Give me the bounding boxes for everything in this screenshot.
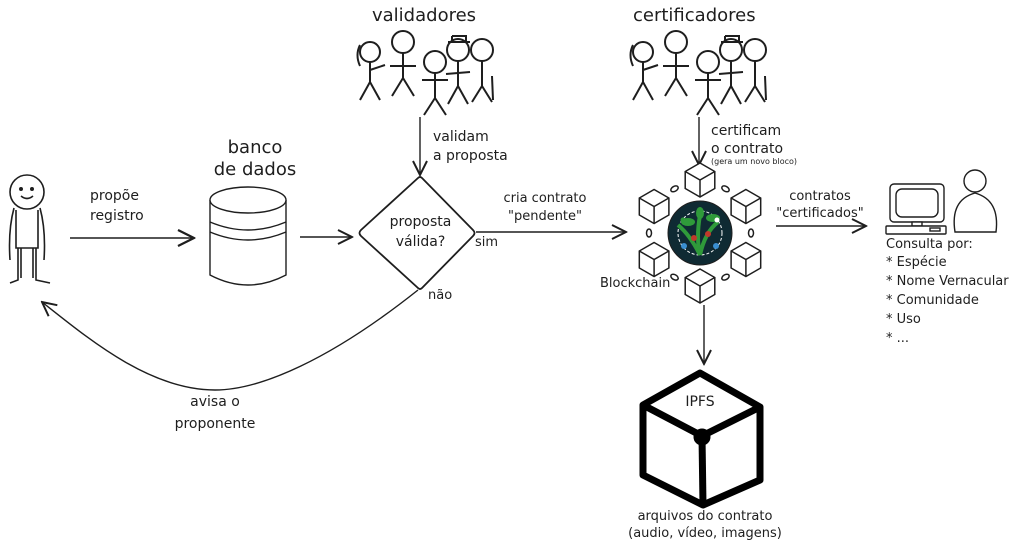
database-title-line2: de dados <box>213 159 297 180</box>
decision-text-line1: proposta <box>389 214 452 230</box>
database-cylinder-icon <box>209 186 287 286</box>
query-item: * Uso <box>886 311 921 327</box>
chain-link-icon <box>670 273 679 281</box>
decision-diamond <box>358 176 476 290</box>
propose-label-line2: registro <box>90 208 144 224</box>
certified-label-line2: "certificados" <box>776 206 864 221</box>
ipfs-caption-line2: (audio, vídeo, imagens) <box>628 526 782 541</box>
query-list: * Espécie * Nome Vernacular * Comunidade… <box>886 253 1009 348</box>
certified-label-line1: contratos <box>789 189 851 204</box>
certify-label-line2: o contrato <box>711 141 784 157</box>
block-cube-icon <box>638 241 670 278</box>
query-item: * Espécie <box>886 254 947 270</box>
create-contract-label-line1: cria contrato <box>503 191 587 206</box>
validators-stick-figures-icon <box>356 30 494 116</box>
query-item: * Nome Vernacular <box>886 273 1009 289</box>
block-cube-icon <box>684 162 716 198</box>
chain-link-icon <box>721 273 730 281</box>
certify-note: (gera um novo bloco) <box>711 157 798 166</box>
chain-link-icon <box>645 228 653 238</box>
query-title: Consulta por: <box>886 237 973 252</box>
certifiers-stick-figures-icon <box>629 30 767 116</box>
certifiers-title: certificadores <box>633 5 756 26</box>
chain-link-icon <box>721 185 730 193</box>
proponent-person-icon <box>8 174 51 284</box>
propose-label-line1: propõe <box>90 188 139 204</box>
ipfs-cube-icon <box>639 369 764 509</box>
validators-title: validadores <box>372 5 477 26</box>
validate-label-line2: a proposta <box>433 148 508 164</box>
notify-label-line1: avisa o <box>190 394 240 410</box>
decision-text-line2: válida? <box>395 234 446 250</box>
block-cube-icon <box>730 188 762 225</box>
database-title-line1: banco <box>227 137 283 158</box>
chain-link-icon <box>747 228 755 238</box>
yes-label: sim <box>475 235 499 250</box>
no-label: não <box>428 288 453 303</box>
block-cube-icon <box>638 188 670 225</box>
blockchain-label: Blockchain <box>600 276 671 291</box>
notify-proponent-arrow <box>42 289 419 391</box>
blockchain-ring-icon <box>638 162 762 304</box>
notify-label-line2: proponente <box>174 416 256 432</box>
certify-label-line1: certificam <box>711 123 782 139</box>
ipfs-label: IPFS <box>685 394 715 410</box>
chain-link-icon <box>670 185 679 193</box>
validate-label-line1: validam <box>433 129 489 145</box>
query-panel: Consulta por: * Espécie * Nome Vernacula… <box>886 237 1009 348</box>
block-cube-icon <box>730 241 762 278</box>
ipfs-caption-line1: arquivos do contrato <box>637 509 773 524</box>
computer-user-icon <box>885 169 998 235</box>
create-contract-label-line2: "pendente" <box>507 209 583 224</box>
query-item: * Comunidade <box>886 292 979 308</box>
block-cube-icon <box>684 268 716 304</box>
query-item: * ... <box>886 330 910 346</box>
